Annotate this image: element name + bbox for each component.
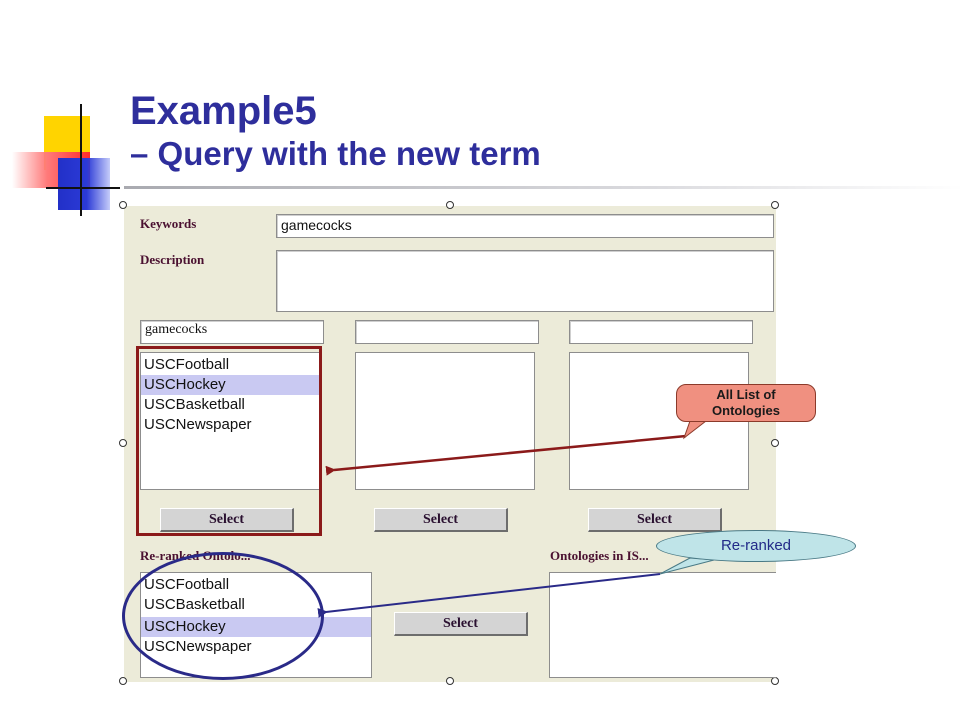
callout-red-tail <box>682 420 708 440</box>
keywords-input[interactable]: gamecocks <box>276 214 774 238</box>
search-input-1[interactable]: gamecocks <box>140 320 324 344</box>
resize-handle[interactable] <box>446 677 454 685</box>
slide-title-block: Example5 – Query with the new term <box>130 88 541 174</box>
select-button-3[interactable]: Select <box>588 508 722 532</box>
resize-handle[interactable] <box>771 439 779 447</box>
resize-handle[interactable] <box>119 439 127 447</box>
resize-handle[interactable] <box>119 677 127 685</box>
select-button-2[interactable]: Select <box>374 508 508 532</box>
decor-blue-square <box>58 158 110 210</box>
callout-reranked: Re-ranked <box>656 530 856 562</box>
ontology-listbox-1[interactable]: USCFootball USCHockey USCBasketball USCN… <box>140 352 320 490</box>
description-textarea[interactable] <box>276 250 774 312</box>
callout-all-list: All List of Ontologies <box>676 384 816 422</box>
callout-blue-tail <box>659 557 715 575</box>
arrow-red <box>325 434 687 476</box>
description-label: Description <box>140 252 205 267</box>
resize-handle[interactable] <box>119 201 127 209</box>
ontology-listbox-2[interactable] <box>355 352 535 490</box>
highlight-frame-red <box>136 346 322 536</box>
resize-handle[interactable] <box>771 201 779 209</box>
keywords-label: Keywords <box>140 216 197 231</box>
callout-all-list-text: All List of Ontologies <box>712 387 780 418</box>
select-button-1[interactable]: Select <box>160 508 294 532</box>
resize-handle[interactable] <box>446 201 454 209</box>
slide-title: Example5 <box>130 89 317 133</box>
list-item-selected[interactable]: USCHockey <box>141 375 319 395</box>
decor-vertical-line <box>80 104 82 216</box>
ontologies-label: Ontologies in IS... <box>550 548 649 563</box>
search-input-2[interactable] <box>355 320 539 344</box>
reranked-select-button[interactable]: Select <box>394 612 528 636</box>
search-input-3[interactable] <box>569 320 753 344</box>
slide-subtitle: – Query with the new term <box>130 135 541 172</box>
list-item[interactable]: USCNewspaper <box>144 416 252 433</box>
decor-horizontal-line <box>46 187 120 189</box>
list-item[interactable]: USCBasketball <box>144 396 245 413</box>
arrow-blue <box>317 573 661 618</box>
ontologies-listbox[interactable] <box>549 572 776 678</box>
callout-reranked-text: Re-ranked <box>720 537 792 554</box>
title-rule <box>124 186 960 189</box>
list-item[interactable]: USCFootball <box>144 356 230 373</box>
